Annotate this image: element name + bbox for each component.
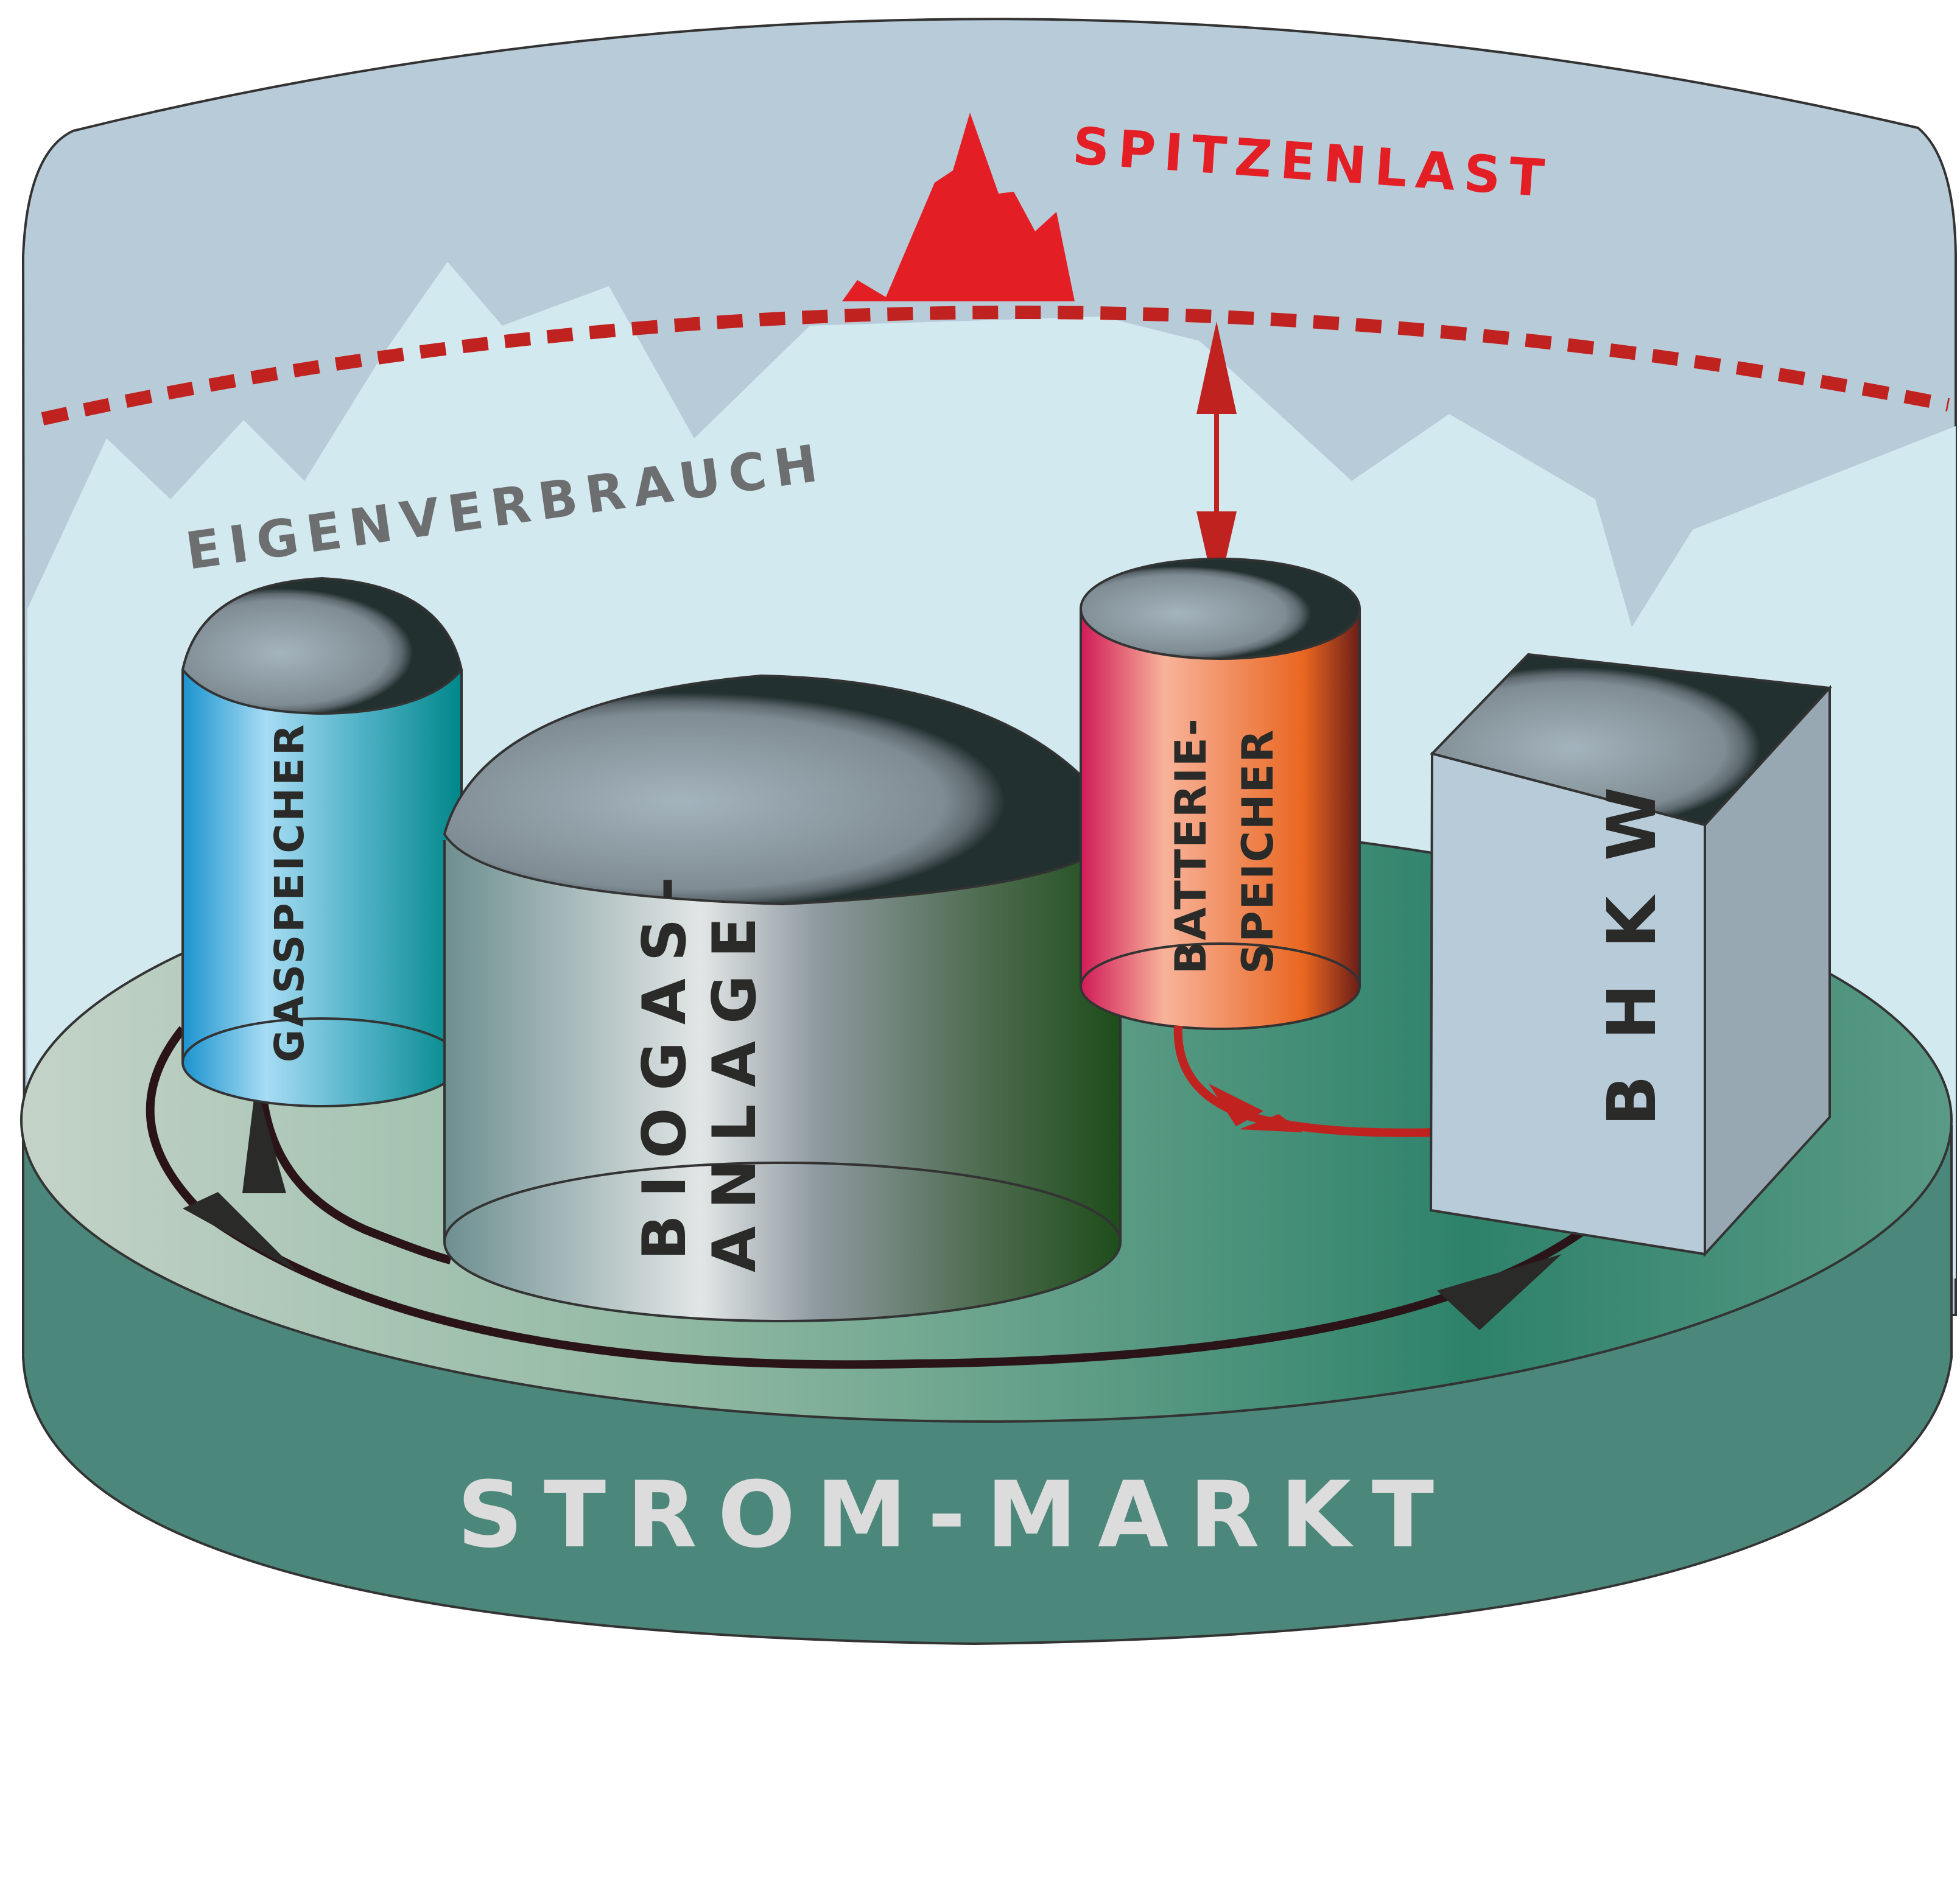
- battery-label-line1: BATTERIE-: [1166, 717, 1216, 974]
- biogas-plant: [443, 674, 1125, 1322]
- chp-to-battery-arrow-2: [1239, 1114, 1303, 1132]
- biogas-plant-label-line2: ANLAGE: [700, 900, 770, 1272]
- battery-storage-tank: [1080, 558, 1361, 1030]
- gas-storage-label: GASSPEICHER: [266, 722, 313, 1062]
- chp-to-battery-arrow-1: [1209, 1084, 1263, 1126]
- flow-arrow-down: [183, 1192, 298, 1272]
- chp-unit-label: B H K W: [1593, 781, 1671, 1126]
- battery-peak-arrow: [1196, 321, 1237, 600]
- biogas-plant-label-line1: BIOGAS-: [630, 860, 700, 1260]
- flow-arrow-right: [1437, 1254, 1562, 1330]
- chp-unit-box: [1429, 653, 1833, 1258]
- gas-flow-loop: [258, 1083, 452, 1264]
- battery-label-line2: SPEICHER: [1233, 729, 1283, 974]
- peak-load-shape: [842, 113, 1075, 301]
- gas-storage-tank: [181, 577, 463, 1107]
- power-market-label: STROM-MARKT: [457, 1462, 1455, 1568]
- peak-load-threshold-line: [41, 306, 1950, 426]
- flow-arrow-up: [242, 1084, 286, 1193]
- market-flow-loop: [146, 1026, 1642, 1369]
